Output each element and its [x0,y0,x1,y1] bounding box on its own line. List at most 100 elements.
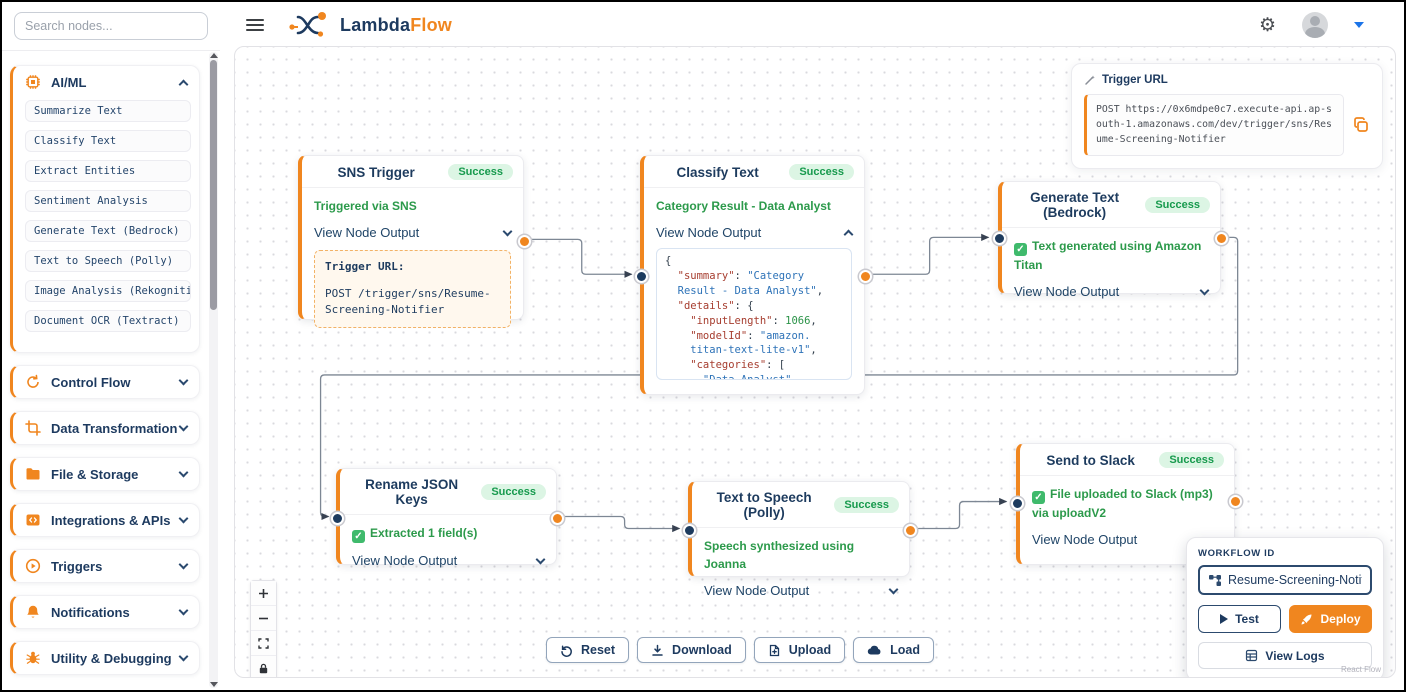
upload-button[interactable]: Upload [753,637,846,663]
node-message: ✓Extracted 1 field(s) [352,524,544,543]
chevron-down-icon [1199,285,1210,295]
category-label: Integrations & APIs [51,512,171,528]
chevron-down-icon [535,554,546,564]
top-header: LambdaFlow ⚙ [220,2,1404,48]
view-node-output-toggle[interactable]: View Node Output [1014,284,1210,299]
scroll-up-icon[interactable] [210,53,218,58]
palette-node-extract-entities[interactable]: Extract Entities [25,160,191,182]
workflow-id-input[interactable] [1228,573,1362,587]
output-handle[interactable] [518,235,531,248]
node-sns-trigger[interactable]: SNS Trigger Success Triggered via SNS Vi… [298,155,531,328]
lock-icon[interactable] [251,656,276,677]
node-message: Speech synthesized using Joanna [704,539,855,571]
workflow-canvas[interactable]: SNS Trigger Success Triggered via SNS Vi… [234,46,1396,678]
palette-node-sentiment-analysis[interactable]: Sentiment Analysis [25,190,191,212]
category-label: Data Transformation [51,420,178,436]
trigger-url-value[interactable]: POST https://0x6mdpe0c7.execute-api.ap-s… [1084,94,1344,156]
workflow-id-field[interactable] [1198,565,1372,595]
category-card-ai-ml: AI/ML Summarize Text Classify Text Extra… [10,65,200,353]
download-icon [651,644,664,657]
bug-icon [25,650,41,666]
workflow-id-label: WORKFLOW ID [1198,548,1275,559]
node-rename-json-keys[interactable]: Rename JSON Keys Success ✓Extracted 1 fi… [331,468,564,568]
view-logs-button[interactable]: View Logs [1198,642,1372,669]
view-node-output-toggle[interactable]: View Node Output [1032,532,1224,547]
canvas-zoom-controls [250,580,277,677]
input-handle[interactable] [635,270,648,283]
sitemap-icon [1208,573,1222,587]
input-handle[interactable] [683,524,696,537]
palette-node-document-ocr[interactable]: Document OCR (Textract) [25,310,191,332]
play-icon [1220,614,1229,624]
sync-icon [25,374,41,390]
view-node-output-toggle[interactable]: View Node Output [656,225,854,240]
category-header-control-flow[interactable]: Control Flow [13,366,199,398]
chevron-down-icon [178,513,189,524]
category-header-utility[interactable]: Utility & Debugging [13,642,199,674]
category-card-notifications: Notifications [10,595,200,629]
cloud-icon [867,644,882,656]
check-icon: ✓ [1014,243,1027,256]
copy-icon[interactable] [1352,116,1370,134]
input-handle[interactable] [1011,497,1024,510]
reset-button[interactable]: Reset [546,637,630,663]
node-title: Text to Speech (Polly) [716,490,812,520]
category-header-file-storage[interactable]: File & Storage [13,458,199,490]
avatar[interactable] [1302,12,1328,38]
node-send-to-slack[interactable]: Send to Slack Success ✓File uploaded to … [1011,443,1242,565]
category-header-data-transformation[interactable]: Data Transformation [13,412,199,444]
node-classify-text[interactable]: Classify Text Success Category Result - … [635,155,872,395]
folder-icon [25,466,41,482]
chevron-up-icon [843,229,854,240]
scroll-down-icon[interactable] [210,682,218,687]
node-message: ✓Text generated using Amazon Titan [1014,239,1202,272]
input-handle[interactable] [331,512,344,525]
output-handle[interactable] [1215,232,1228,245]
category-card-triggers: Triggers [10,549,200,583]
category-header-integrations[interactable]: Integrations & APIs [13,504,199,536]
view-node-output-toggle[interactable]: View Node Output [352,553,546,568]
download-button[interactable]: Download [637,637,746,663]
output-handle[interactable] [859,270,872,283]
category-label: AI/ML [51,74,87,90]
chevron-down-icon [502,226,513,236]
gear-icon[interactable]: ⚙ [1258,14,1276,36]
category-header-ai-ml[interactable]: AI/ML [13,66,199,98]
node-output-json[interactable]: { "summary": "Category Result - Data Ana… [656,248,852,380]
test-button[interactable]: Test [1198,605,1281,633]
node-generate-text-bedrock[interactable]: Generate Text (Bedrock) Success ✓Text ge… [993,181,1228,299]
sidebar-scrollbar[interactable] [209,52,218,688]
category-header-notifications[interactable]: Notifications [13,596,199,628]
output-handle[interactable] [1229,495,1242,508]
node-title: Generate Text (Bedrock) [1030,190,1120,220]
rocket-icon [1300,613,1313,626]
input-handle[interactable] [993,232,1006,245]
chevron-down-icon [178,375,189,386]
zoom-out-button[interactable] [251,606,276,631]
output-handle[interactable] [904,524,917,537]
palette-node-classify-text[interactable]: Classify Text [25,130,191,152]
category-header-triggers[interactable]: Triggers [13,550,199,582]
category-label: Utility & Debugging [51,650,172,666]
react-flow-attribution: React Flow [1340,665,1381,674]
palette-node-text-to-speech[interactable]: Text to Speech (Polly) [25,250,191,272]
chevron-down-icon [888,584,899,594]
node-text-to-speech-polly[interactable]: Text to Speech (Polly) Success Speech sy… [683,481,917,598]
fit-view-button[interactable] [251,631,276,656]
output-handle[interactable] [551,512,564,525]
edge-classify-to-generate [863,233,990,275]
view-node-output-toggle[interactable]: View Node Output [704,583,899,598]
view-node-output-toggle[interactable]: View Node Output [314,225,513,240]
caret-down-icon[interactable] [1354,22,1364,28]
workflow-id-panel: WORKFLOW ID Test Deploy [1186,537,1384,677]
palette-node-image-analysis[interactable]: Image Analysis (Rekognition) [25,280,191,302]
palette-node-summarize-text[interactable]: Summarize Text [25,100,191,122]
deploy-button[interactable]: Deploy [1289,605,1372,633]
zoom-in-button[interactable] [251,581,276,606]
scrollbar-thumb[interactable] [210,60,217,310]
trigger-url-panel: Trigger URL POST https://0x6mdpe0c7.exec… [1071,63,1383,169]
search-input[interactable] [14,12,208,40]
load-button[interactable]: Load [853,637,934,663]
hamburger-menu-icon[interactable] [246,16,264,34]
palette-node-generate-text[interactable]: Generate Text (Bedrock) [25,220,191,242]
